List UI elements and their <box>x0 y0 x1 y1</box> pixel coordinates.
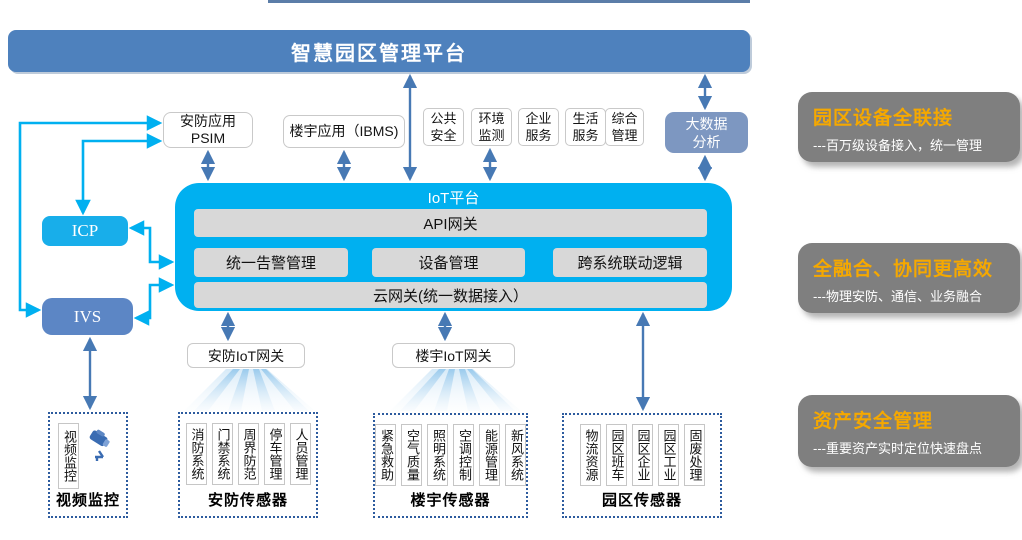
psim-line1: 安防应用 <box>180 113 236 129</box>
icp-node: ICP <box>42 216 128 246</box>
benefit-title: 资产安全管理 <box>813 411 934 432</box>
service-box-living: 生活 服务 <box>565 108 606 146</box>
benefit-desc: ---重要资产实时定位快速盘点 <box>813 441 982 456</box>
sensor-column: 园区企业 <box>631 424 653 486</box>
security-iot-gateway-label: 安防IoT网关 <box>207 347 285 364</box>
module-label: 跨系统联动逻辑 <box>577 255 683 272</box>
service-box-env-monitoring: 环境 监测 <box>471 108 512 146</box>
connector-psim-icp <box>75 133 163 216</box>
service-box-public-safety: 公共 安全 <box>423 108 464 146</box>
big-data-analysis-box: 大数据 分析 <box>665 112 748 153</box>
sensor-group-label: 视频监控 <box>55 492 120 509</box>
service-line: 服务 <box>572 128 599 143</box>
service-line: 管理 <box>611 128 638 143</box>
service-line: 生活 <box>572 111 599 126</box>
big-data-line2: 分析 <box>692 133 721 150</box>
service-line: 企业 <box>525 111 552 126</box>
sensor-column: 紧急救助 <box>375 424 396 486</box>
service-line: 服务 <box>525 128 552 143</box>
benefit-panel-asset-security: 资产安全管理 ---重要资产实时定位快速盘点 <box>798 395 1020 467</box>
ibms-app-box: 楼宇应用（IBMS) <box>283 115 405 148</box>
benefit-panel-convergence: 全融合、协同更高效 ---物理安防、通信、业务融合 <box>798 243 1020 313</box>
security-iot-gateway-box: 安防IoT网关 <box>187 343 305 368</box>
sensor-column: 空调控制 <box>453 424 474 486</box>
service-line: 环境 <box>478 111 505 126</box>
sensor-group-label: 楼宇传感器 <box>410 492 491 509</box>
cloud-gateway-label: 云网关(统一数据接入） <box>373 287 528 305</box>
service-line: 监测 <box>478 128 505 143</box>
iot-platform-title: IoT平台 <box>427 190 480 207</box>
ivs-node: IVS <box>42 298 133 335</box>
campus-sensor-columns: 物流资源 园区班车 园区企业 园区工业 固废处理 <box>579 424 705 486</box>
building-gateway-fan-glow <box>390 369 521 411</box>
sensor-column: 门禁系统 <box>211 423 233 485</box>
module-label: 设备管理 <box>418 255 479 272</box>
security-sensor-columns: 消防系统 门禁系统 周界防范 停车管理 人员管理 <box>185 423 311 485</box>
cloud-gateway-bar: 云网关(统一数据接入） <box>194 282 707 308</box>
sensor-group-security: 消防系统 门禁系统 周界防范 停车管理 人员管理 安防传感器 <box>178 412 318 518</box>
module-alarm-management: 统一告警管理 <box>194 248 348 277</box>
sensor-column: 视频监控 <box>58 423 79 489</box>
sensor-column: 人员管理 <box>289 423 311 485</box>
sensor-column: 照明系统 <box>427 424 448 486</box>
connector-ivs-platform <box>133 277 175 326</box>
sensor-group-label: 安防传感器 <box>207 492 288 509</box>
connector-icp-platform <box>128 220 175 270</box>
sensor-group-label: 园区传感器 <box>601 492 682 509</box>
building-iot-gateway-label: 楼宇IoT网关 <box>415 347 492 364</box>
platform-banner-title: 智慧园区管理平台 <box>291 42 467 65</box>
sensor-column: 空气质量 <box>401 424 422 486</box>
benefit-panel-device-connection: 园区设备全联接 ---百万级设备接入，统一管理 <box>798 92 1020 162</box>
sensor-group-building: 紧急救助 空气质量 照明系统 空调控制 能源管理 新风系统 楼宇传感器 <box>373 413 528 518</box>
module-device-management: 设备管理 <box>372 248 525 277</box>
ptz-camera-icon <box>89 429 110 461</box>
sensor-column: 园区工业 <box>657 424 679 486</box>
sensor-column: 能源管理 <box>479 424 500 486</box>
service-line: 综合 <box>611 111 638 126</box>
building-iot-gateway-box: 楼宇IoT网关 <box>392 343 515 368</box>
benefit-title: 全融合、协同更高效 <box>813 259 994 280</box>
big-data-line1: 大数据 <box>685 115 728 132</box>
sensor-group-campus: 物流资源 园区班车 园区企业 园区工业 固废处理 园区传感器 <box>562 413 722 518</box>
building-sensor-columns: 紧急救助 空气质量 照明系统 空调控制 能源管理 新风系统 <box>375 424 526 486</box>
benefit-desc: ---物理安防、通信、业务融合 <box>813 289 982 304</box>
ivs-label: IVS <box>73 306 102 326</box>
module-label: 统一告警管理 <box>225 255 316 272</box>
cropped-top-shape <box>268 0 750 3</box>
psim-line2: PSIM <box>190 130 226 146</box>
service-line: 安全 <box>430 128 457 143</box>
platform-banner: 智慧园区管理平台 <box>8 30 750 72</box>
icp-label: ICP <box>71 221 99 240</box>
service-box-comprehensive: 综合 管理 <box>605 108 644 146</box>
sensor-column: 园区班车 <box>605 424 627 486</box>
benefit-title: 园区设备全联接 <box>813 108 954 129</box>
ibms-label: 楼宇应用（IBMS) <box>289 123 399 139</box>
sensor-column: 固废处理 <box>683 424 705 486</box>
security-gateway-fan-glow <box>184 369 315 411</box>
sensor-column: 新风系统 <box>505 424 526 486</box>
api-gateway-label: API网关 <box>423 215 478 233</box>
sensor-column: 物流资源 <box>579 424 601 486</box>
api-gateway-bar: API网关 <box>194 209 707 237</box>
video-group-content: 视频监控 <box>58 423 118 489</box>
sensor-column: 消防系统 <box>185 423 207 485</box>
service-line: 公共 <box>430 111 457 126</box>
sensor-column: 周界防范 <box>237 423 259 485</box>
service-box-enterprise: 企业 服务 <box>518 108 559 146</box>
sensor-group-video-surveillance: 视频监控 视频监控 <box>48 412 128 518</box>
module-cross-system-linkage: 跨系统联动逻辑 <box>553 248 707 277</box>
sensor-column: 停车管理 <box>263 423 285 485</box>
benefit-desc: ---百万级设备接入，统一管理 <box>813 138 982 153</box>
psim-app-box: 安防应用 PSIM <box>163 112 253 148</box>
